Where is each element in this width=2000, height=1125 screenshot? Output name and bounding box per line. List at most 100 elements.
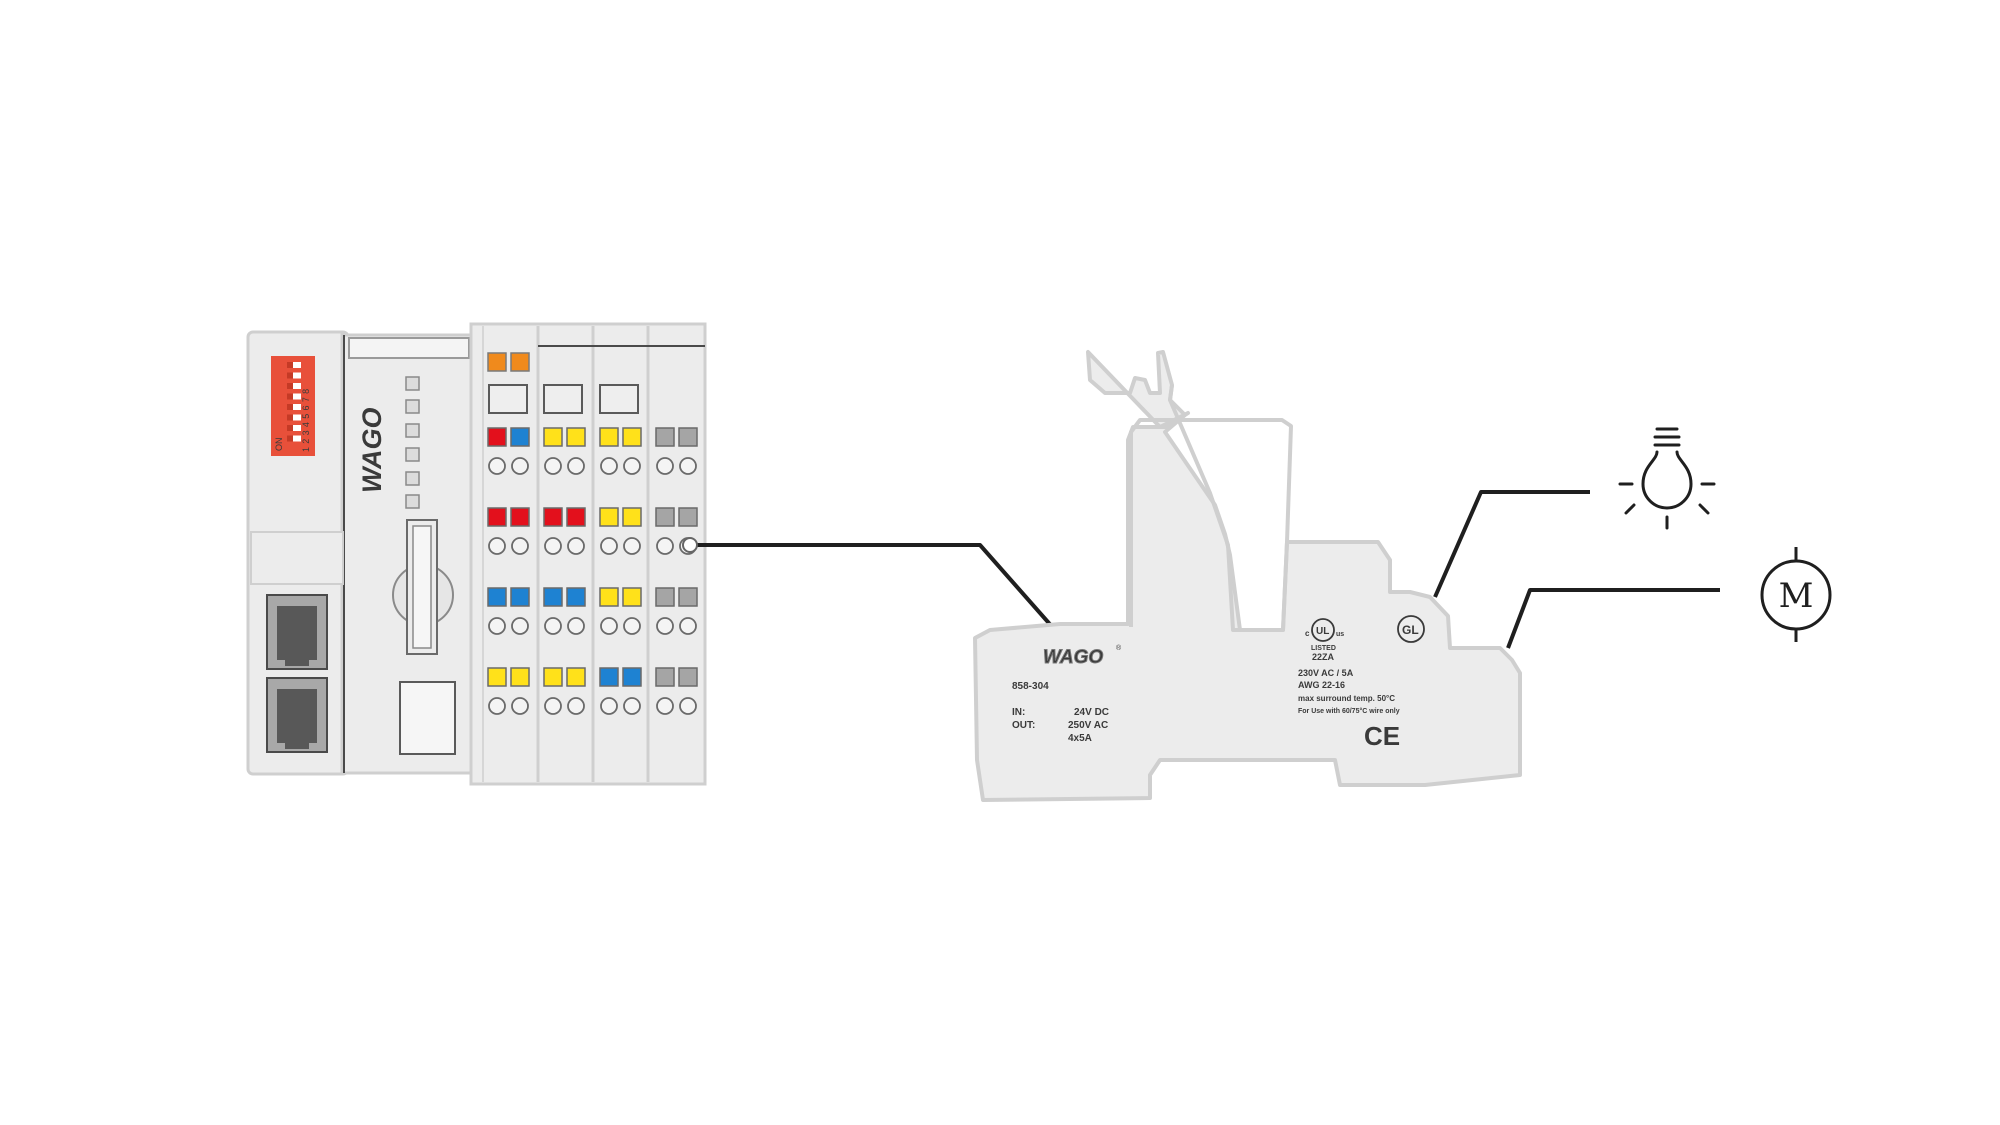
relay-spec-2: AWG 22-16	[1298, 680, 1345, 690]
wire-terminal[interactable]	[567, 457, 585, 475]
svg-text:UL: UL	[1316, 626, 1329, 637]
status-leds	[405, 376, 420, 509]
io-led-orange-1	[487, 352, 507, 372]
io-led-blue	[543, 587, 563, 607]
wire-relay-to-motor	[1506, 588, 1720, 649]
dip-lever[interactable]	[287, 383, 301, 389]
light-bulb-icon	[1618, 427, 1716, 530]
dip-lever-knob	[287, 435, 293, 442]
memory-card-slot[interactable]	[392, 519, 454, 655]
gl-certification-mark: GL	[1397, 615, 1425, 643]
wire-terminal[interactable]	[623, 457, 641, 475]
io-led-gray	[655, 507, 675, 527]
relay-spec-3: max surround temp. 50°C	[1298, 694, 1395, 703]
wire-terminal[interactable]	[544, 537, 562, 555]
dip-lever[interactable]	[287, 414, 301, 421]
svg-text:22ZA: 22ZA	[1312, 652, 1335, 662]
wire-terminal[interactable]	[567, 537, 585, 555]
io-led-blue	[599, 667, 619, 687]
wire-terminal[interactable]	[623, 617, 641, 635]
dip-lever[interactable]	[287, 372, 301, 379]
io-led-yellow	[599, 427, 619, 447]
relay-out-value-1: 250V AC	[1068, 720, 1108, 731]
relay-out-value-2: 4x5A	[1068, 733, 1092, 744]
wire-terminal[interactable]	[623, 697, 641, 715]
dip-switch[interactable]: ON 1 2 3 4 5 6 7 8	[271, 356, 315, 456]
io-led-gray	[678, 587, 698, 607]
wire-terminal[interactable]	[600, 537, 618, 555]
io-led-yellow	[566, 667, 586, 687]
dip-lever[interactable]	[287, 393, 301, 400]
io-led-gray	[655, 587, 675, 607]
module-label-window	[488, 384, 528, 414]
wire-terminal[interactable]	[600, 697, 618, 715]
wire-terminal[interactable]	[511, 617, 529, 635]
io-led-blue	[566, 587, 586, 607]
io-led-orange-2	[510, 352, 530, 372]
io-led-red	[510, 507, 530, 527]
wire-terminal[interactable]	[511, 697, 529, 715]
io-led-red	[487, 427, 507, 447]
dip-lever[interactable]	[287, 435, 301, 442]
wire-terminal[interactable]	[488, 537, 506, 555]
svg-text:LISTED: LISTED	[1311, 645, 1336, 652]
relay-model: 858-304	[1012, 681, 1049, 692]
wire-terminal[interactable]	[567, 617, 585, 635]
dip-lever[interactable]	[287, 404, 301, 410]
wire-terminal[interactable]	[679, 697, 697, 715]
relay-module: WAGO ® 858-304 IN: 24V DC OUT: 250V AC 4…	[973, 350, 1522, 802]
ce-mark: CE	[1364, 721, 1400, 751]
svg-text:c: c	[1305, 629, 1310, 638]
wire-terminal[interactable]	[600, 457, 618, 475]
io-led-yellow	[599, 507, 619, 527]
wire-terminal[interactable]	[488, 617, 506, 635]
wire-terminal[interactable]	[544, 617, 562, 635]
wire-terminal[interactable]	[488, 457, 506, 475]
io-led-gray	[678, 427, 698, 447]
dip-lever-knob	[287, 404, 293, 410]
wire-terminal[interactable]	[679, 457, 697, 475]
wire-terminal[interactable]	[511, 457, 529, 475]
io-led-gray	[655, 667, 675, 687]
dip-lever-knob	[287, 362, 293, 368]
io-led-red	[566, 507, 586, 527]
wire-terminal[interactable]	[656, 617, 674, 635]
svg-text:us: us	[1336, 631, 1344, 638]
dip-lever[interactable]	[287, 425, 301, 431]
motor-letter: M	[1779, 576, 1814, 616]
wire-terminal[interactable]	[623, 537, 641, 555]
io-led-gray	[678, 507, 698, 527]
wire-terminal[interactable]	[656, 457, 674, 475]
io-led-blue	[510, 427, 530, 447]
relay-out-label: OUT:	[1012, 720, 1035, 731]
io-led-blue	[510, 587, 530, 607]
dip-lever-knob	[287, 414, 293, 421]
wire-terminal[interactable]	[656, 697, 674, 715]
ethernet-port-2[interactable]	[266, 677, 328, 753]
relay-in-value: 24V DC	[1074, 707, 1109, 718]
dip-lever-knob	[287, 393, 293, 400]
io-led-yellow	[510, 667, 530, 687]
relay-wago-logo: WAGO	[1043, 647, 1103, 668]
io-led-red	[543, 507, 563, 527]
io-led-yellow	[543, 667, 563, 687]
plc-controller: ON 1 2 3 4 5 6 7 8 WAGO	[246, 330, 474, 776]
svg-text:GL: GL	[1402, 623, 1419, 637]
io-led-gray	[678, 667, 698, 687]
io-led-yellow	[487, 667, 507, 687]
wire-terminal[interactable]	[488, 697, 506, 715]
wire-terminal[interactable]	[544, 457, 562, 475]
module-label-window	[599, 384, 639, 414]
wire-terminal[interactable]	[544, 697, 562, 715]
wire-terminal[interactable]	[679, 617, 697, 635]
wire-terminal[interactable]	[656, 537, 674, 555]
dip-lever[interactable]	[287, 362, 301, 368]
wire-terminal-point	[682, 537, 698, 553]
wago-logo: WAGO	[357, 408, 387, 494]
wire-relay-to-lamp	[1433, 490, 1590, 598]
wire-terminal[interactable]	[511, 537, 529, 555]
wire-terminal[interactable]	[567, 697, 585, 715]
ethernet-port-1[interactable]	[266, 594, 328, 670]
wire-terminal[interactable]	[600, 617, 618, 635]
